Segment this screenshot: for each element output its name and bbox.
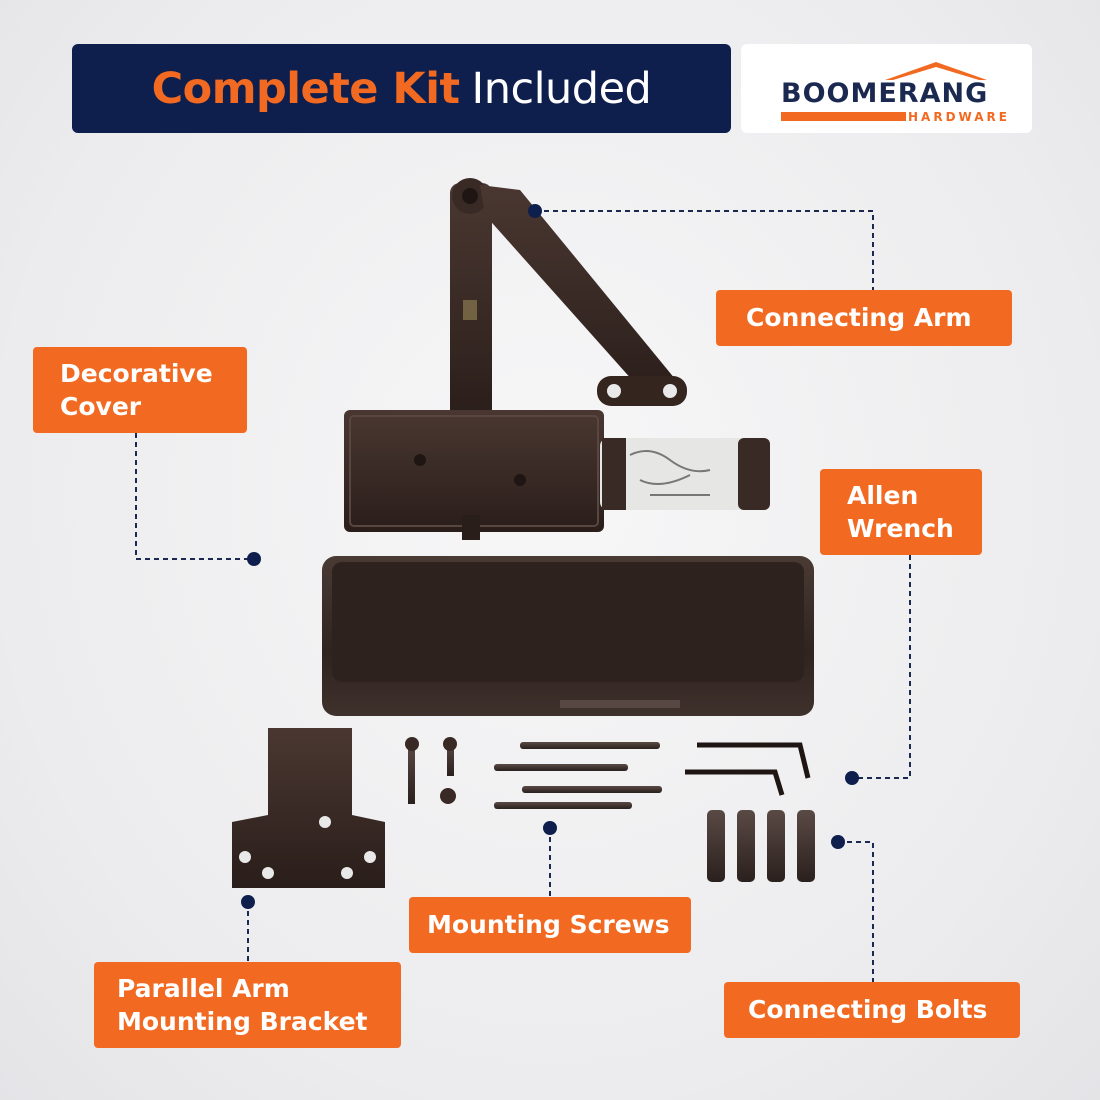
callout-parallel-arm-bracket: Parallel Arm Mounting Bracket bbox=[94, 962, 401, 1048]
logo-name: BOOMERANG bbox=[781, 78, 989, 109]
mounting-bracket-part bbox=[232, 728, 385, 888]
leader-lines bbox=[135, 210, 911, 982]
connecting-arm-part bbox=[450, 178, 687, 423]
page-title: Complete Kit Included bbox=[72, 44, 731, 133]
callout-connecting-arm-label: Connecting Arm bbox=[746, 303, 972, 332]
title-rest: Included bbox=[471, 63, 652, 114]
boomerang-arc-icon bbox=[885, 62, 987, 80]
callout-allen-wrench: Allen Wrench bbox=[820, 469, 982, 555]
logo-subtitle: HARDWARE bbox=[908, 110, 1010, 124]
leader-dots bbox=[241, 204, 859, 909]
callout-allen-wrench-line1: Allen bbox=[847, 481, 919, 510]
brand-logo: BOOMERANG HARDWARE bbox=[741, 44, 1032, 133]
callout-connecting-bolts: Connecting Bolts bbox=[724, 982, 1020, 1038]
callout-allen-wrench-line2: Wrench bbox=[847, 514, 954, 543]
callout-parallel-arm-line1: Parallel Arm bbox=[117, 974, 290, 1003]
mounting-screws-part bbox=[405, 737, 662, 809]
closer-body-part bbox=[344, 410, 770, 540]
callout-decorative-cover: Decorative Cover bbox=[33, 347, 247, 433]
callout-parallel-arm-line2: Mounting Bracket bbox=[117, 1007, 368, 1036]
decorative-cover-part bbox=[322, 556, 814, 716]
title-highlight: Complete Kit bbox=[151, 63, 460, 114]
callout-mounting-screws: Mounting Screws bbox=[409, 897, 691, 953]
callout-connecting-arm: Connecting Arm bbox=[716, 290, 1012, 346]
logo-underline bbox=[781, 112, 906, 121]
allen-wrench-part bbox=[685, 742, 811, 796]
callout-mounting-screws-label: Mounting Screws bbox=[427, 910, 670, 939]
connecting-bolts-part bbox=[707, 810, 815, 882]
callout-decorative-cover-line2: Cover bbox=[60, 392, 142, 421]
callout-connecting-bolts-label: Connecting Bolts bbox=[748, 995, 988, 1024]
callout-decorative-cover-line1: Decorative bbox=[60, 359, 213, 388]
